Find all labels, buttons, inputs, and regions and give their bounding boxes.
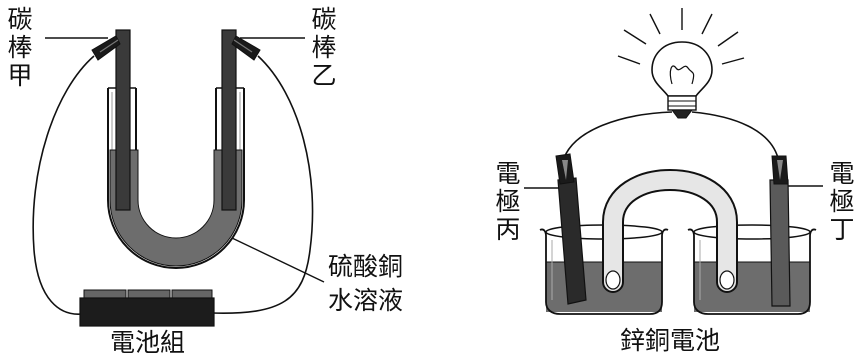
light-bulb-icon — [651, 41, 713, 119]
wire-b — [211, 55, 314, 314]
label-battery-pack: 電池組 — [110, 328, 186, 357]
label-electrode-c: 電極丙 — [495, 159, 521, 244]
u-tube-inner — [135, 88, 217, 241]
salt-bridge-plug-right — [719, 270, 735, 290]
wire-d — [691, 111, 779, 159]
wire-a — [32, 55, 95, 315]
solution-leader-line — [231, 237, 325, 283]
copper-sulfate-solution — [109, 149, 243, 267]
caption-zinc-copper-cell: 鋅銅電池 — [620, 326, 721, 355]
label-solution-line2: 水溶液 — [328, 286, 404, 315]
label-carbon-rod-b: 碳棒乙 — [311, 5, 337, 90]
carbon-rod-a — [115, 29, 131, 211]
salt-bridge-plug-left — [605, 270, 621, 290]
label-carbon-rod-a: 碳棒甲 — [7, 5, 33, 90]
clip-b — [231, 35, 261, 61]
clip-d — [771, 155, 789, 185]
clip-c — [555, 153, 575, 185]
wire-c — [563, 111, 673, 159]
light-rays — [617, 8, 745, 65]
beaker-right — [687, 224, 817, 315]
carbon-rod-b — [221, 29, 237, 211]
electrode-d — [769, 179, 791, 307]
u-tube-outer — [107, 88, 245, 269]
electrolysis-apparatus — [32, 29, 325, 327]
label-solution-line1: 硫酸銅 — [328, 252, 404, 281]
label-electrode-d: 電極丁 — [829, 159, 855, 244]
zinc-copper-cell — [524, 8, 823, 315]
battery-pack — [79, 289, 215, 327]
clip-a — [91, 35, 121, 61]
